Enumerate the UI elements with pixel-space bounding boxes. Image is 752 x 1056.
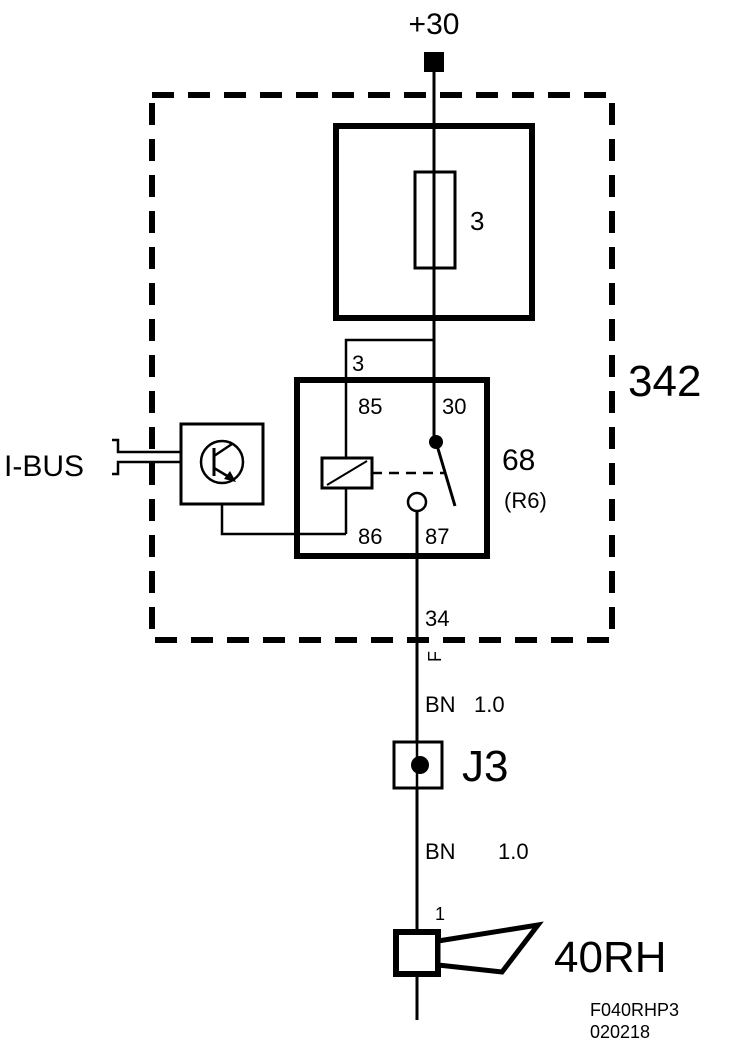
i-bus-line-lower: [112, 460, 181, 476]
wire-lower-size: 1.0: [498, 839, 529, 864]
relay-contact-87: [406, 491, 428, 513]
drawing-code: F040RHP3: [590, 1000, 679, 1020]
supply-label: +30: [409, 8, 460, 41]
relay-position: (R6): [504, 488, 547, 513]
horn-pin: 1: [435, 904, 445, 924]
junction-dot: [411, 756, 429, 774]
horn-bell: [435, 921, 544, 975]
connector-code: F: [425, 651, 445, 662]
relay-box: [294, 377, 490, 559]
relay-pin-85: 85: [358, 394, 382, 419]
i-bus-line-upper: [112, 438, 181, 454]
transistor-box: [179, 422, 265, 506]
horn-body: [393, 929, 441, 977]
driver-to-coil-wire: [220, 504, 346, 536]
relay-id: 68: [502, 444, 535, 477]
transistor-collector: [213, 442, 233, 458]
horn-id: 40RH: [554, 933, 667, 982]
fuse-number: 3: [470, 206, 484, 236]
wire-upper-size: 1.0: [474, 692, 505, 717]
relay-pin-87: 87: [425, 524, 449, 549]
control-unit-boundary: [149, 92, 615, 643]
relay-coil-winding: [326, 460, 368, 486]
transistor-symbol: [199, 439, 245, 485]
wire-upper-color: BN: [425, 692, 456, 717]
coil-feed-wire: [344, 338, 434, 458]
wire-lower-color: BN: [425, 839, 456, 864]
control-unit-id: 342: [628, 357, 701, 406]
junction-id: J3: [462, 742, 508, 791]
relay-contact-arm: [434, 441, 457, 507]
supply-terminal: [424, 52, 444, 72]
i-bus-label: I-BUS: [4, 450, 84, 483]
relay-pin-30: 30: [442, 394, 466, 419]
coil-feed-number: 3: [352, 351, 364, 376]
connector-pin: 34: [425, 606, 449, 631]
transistor-emitter-arrow: [224, 471, 236, 482]
drawing-date: 020218: [590, 1022, 650, 1042]
relay-pin-86: 86: [358, 524, 382, 549]
